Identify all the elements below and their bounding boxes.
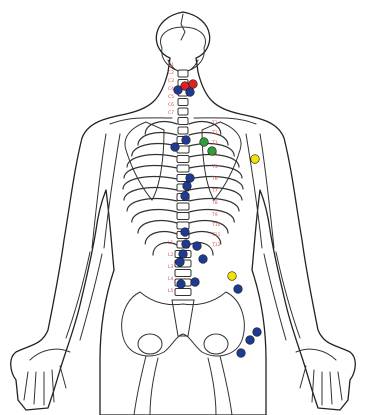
vertebra-24 (175, 289, 191, 296)
vertebra-16 (177, 213, 189, 220)
marker-blue-18 (177, 280, 186, 289)
marker-blue-25 (237, 349, 246, 358)
spine-label-t3: T3 (211, 140, 218, 146)
spine-label-c7: C7 (168, 110, 174, 116)
spine-label-t8: T8 (211, 200, 218, 206)
marker-yellow-20 (251, 155, 260, 164)
marker-blue-22 (234, 285, 243, 294)
vertebra-4 (178, 99, 188, 106)
marker-blue-13 (182, 240, 191, 249)
vertebra-1 (178, 70, 188, 77)
marker-blue-16 (199, 255, 208, 264)
spine-label-t10: T10 (211, 222, 221, 228)
spine-label-l5: L5 (168, 288, 174, 294)
marker-blue-11 (181, 192, 190, 201)
marker-green-7 (200, 138, 209, 147)
marker-yellow-21 (228, 272, 237, 281)
spine-label-t5: T5 (211, 164, 218, 170)
spine-label-t1: T1 (211, 120, 218, 126)
marker-blue-12 (181, 228, 190, 237)
spine-label-l3: L3 (168, 264, 174, 270)
marker-blue-4 (186, 88, 195, 97)
marker-blue-3 (174, 86, 183, 95)
marker-blue-5 (182, 136, 191, 145)
spine-label-c3: C3 (168, 78, 174, 84)
spine-label-l4: L4 (168, 276, 174, 282)
vertebra-11 (177, 165, 189, 172)
spine-label-t12: T12 (211, 242, 221, 248)
marker-green-8 (208, 147, 217, 156)
marker-blue-9 (186, 174, 195, 183)
spine-label-t11: T11 (211, 232, 221, 238)
marker-blue-10 (183, 182, 192, 191)
vertebra-22 (175, 270, 191, 277)
spine-label-c1: C1 (168, 62, 174, 68)
spine-label-l1: L1 (168, 240, 174, 246)
spine-label-t6: T6 (211, 176, 218, 182)
marker-blue-23 (253, 328, 262, 337)
vertebra-7 (178, 127, 188, 134)
marker-blue-6 (171, 143, 180, 152)
spine-label-c2: C2 (168, 70, 174, 76)
marker-blue-15 (179, 250, 188, 259)
marker-blue-19 (191, 278, 200, 287)
spine-label-c6: C6 (168, 102, 174, 108)
marker-blue-14 (193, 242, 202, 251)
spine-label-t2: T2 (211, 130, 218, 136)
spine-label-t9: T9 (211, 212, 218, 218)
vertebra-15 (177, 203, 189, 210)
spine-label-t7: T7 (211, 188, 218, 194)
spine-label-l2: L2 (168, 252, 174, 258)
marker-blue-24 (246, 336, 255, 345)
spine-label-c5: C5 (168, 94, 174, 100)
vertebra-5 (178, 108, 188, 115)
marker-red-2 (189, 80, 198, 89)
marker-blue-17 (176, 258, 185, 267)
vertebra-10 (177, 156, 189, 163)
spine-label-c4: C4 (168, 86, 174, 92)
vertebra-6 (178, 118, 188, 125)
